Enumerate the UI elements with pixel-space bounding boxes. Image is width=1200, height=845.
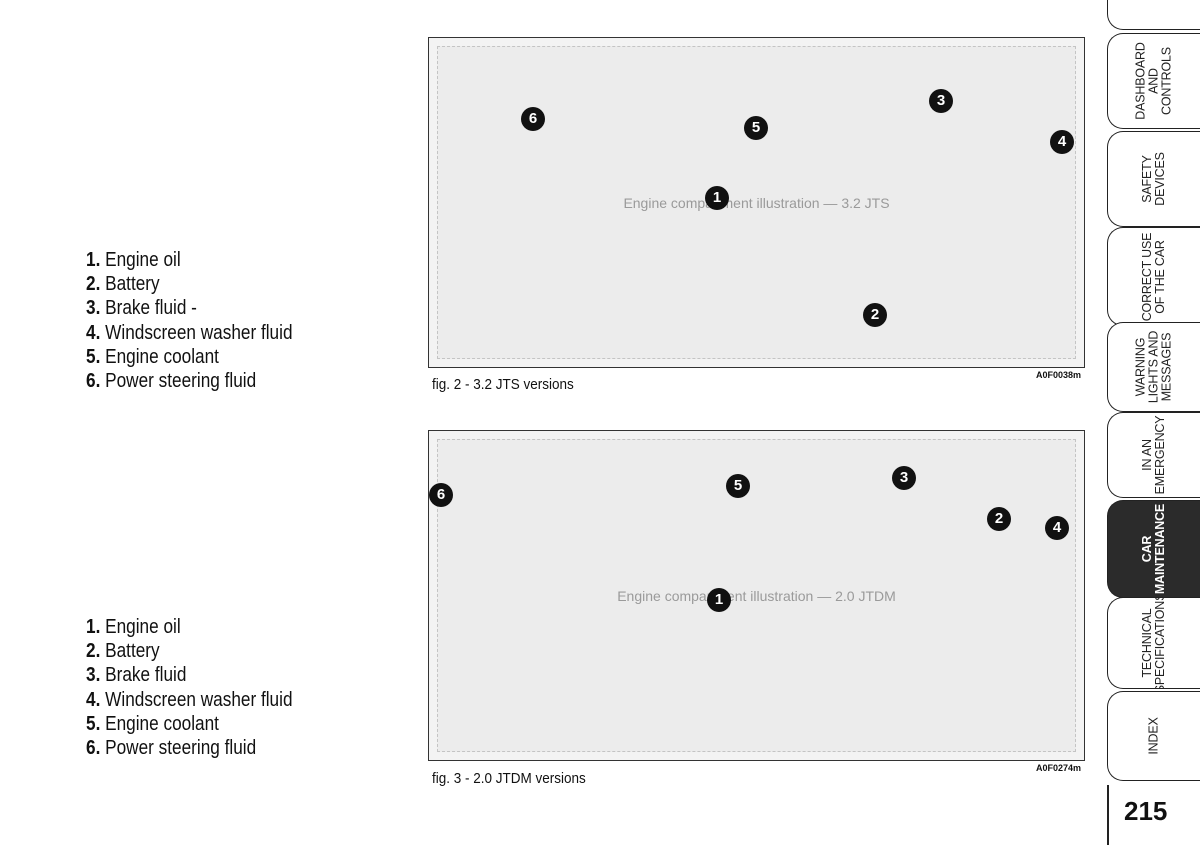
legend-item: 3. Brake fluid bbox=[86, 664, 187, 687]
figure-code: A0F0038m bbox=[1036, 370, 1082, 380]
callout-6: 6 bbox=[429, 483, 453, 507]
page-number-rule bbox=[1107, 785, 1109, 845]
legend-item: 6. Power steering fluid bbox=[86, 370, 257, 393]
callout-4: 4 bbox=[1050, 130, 1074, 154]
callout-5: 5 bbox=[744, 116, 768, 140]
legend-item: 5. Engine coolant bbox=[86, 712, 219, 735]
tab-index[interactable]: INDEX bbox=[1107, 691, 1200, 781]
legend-item: 2. Battery bbox=[86, 640, 160, 663]
legend-item: 1. Engine oil bbox=[86, 616, 181, 638]
tab-correct-use[interactable]: CORRECT USE OF THE CAR bbox=[1107, 227, 1200, 326]
callout-6: 6 bbox=[521, 107, 545, 131]
tab-car-maintenance[interactable]: CAR MAINTENANCE bbox=[1107, 500, 1200, 598]
tab-top-edge bbox=[1107, 0, 1200, 30]
figure-caption: fig. 2 - 3.2 JTS versions bbox=[432, 376, 574, 393]
legend-item: 2. Battery bbox=[86, 273, 160, 296]
callout-5: 5 bbox=[726, 474, 750, 498]
callout-2: 2 bbox=[863, 303, 887, 327]
callout-3: 3 bbox=[929, 89, 953, 113]
tab-dashboard-and-controls[interactable]: DASHBOARD AND CONTROLS bbox=[1107, 33, 1200, 129]
legend-item: 3. Brake fluid - bbox=[86, 297, 197, 320]
callout-3: 3 bbox=[892, 466, 916, 490]
tab-warning-lights[interactable]: WARNING LIGHTS AND MESSAGES bbox=[1107, 322, 1200, 412]
legend-item: 4. Windscreen washer fluid bbox=[86, 321, 293, 344]
engine-figure-3-2-jts: Engine compartment illustration — 3.2 JT… bbox=[428, 37, 1085, 368]
callout-1: 1 bbox=[705, 186, 729, 210]
legend-fig3: 1. Engine oil 2. Battery 3. Brake fluid … bbox=[86, 615, 293, 760]
legend-item: 5. Engine coolant bbox=[86, 345, 219, 368]
callout-2: 2 bbox=[987, 507, 1011, 531]
page-number: 215 bbox=[1124, 796, 1168, 826]
callout-1: 1 bbox=[707, 588, 731, 612]
figure-caption: fig. 3 - 2.0 JTDM versions bbox=[432, 770, 586, 787]
legend-item: 4. Windscreen washer fluid bbox=[86, 688, 293, 711]
tab-safety-devices[interactable]: SAFETY DEVICES bbox=[1107, 131, 1200, 227]
legend-item: 6. Power steering fluid bbox=[86, 737, 257, 760]
figure-code: A0F0274m bbox=[1036, 763, 1082, 773]
legend-item: 1. Engine oil bbox=[86, 249, 181, 271]
legend-fig2: 1. Engine oil 2. Battery 3. Brake fluid … bbox=[86, 248, 293, 393]
engine-illustration-placeholder: Engine compartment illustration — 3.2 JT… bbox=[437, 46, 1076, 359]
tab-in-an-emergency[interactable]: IN AN EMERGENCY bbox=[1107, 412, 1200, 498]
tab-technical-specifications[interactable]: TECHNICAL SPECIFICATIONS bbox=[1107, 597, 1200, 689]
chapter-tabs: DASHBOARD AND CONTROLS SAFETY DEVICES CO… bbox=[1107, 0, 1200, 845]
engine-figure-2-0-jtdm: Engine compartment illustration — 2.0 JT… bbox=[428, 430, 1085, 761]
callout-4: 4 bbox=[1045, 516, 1069, 540]
engine-illustration-placeholder: Engine compartment illustration — 2.0 JT… bbox=[437, 439, 1076, 752]
